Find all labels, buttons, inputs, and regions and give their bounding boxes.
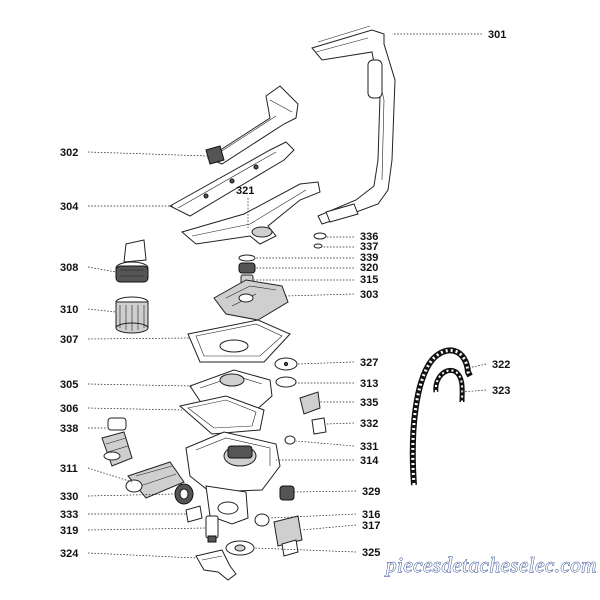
part-324-hose-connector [195, 549, 237, 581]
callout-331: 331 [360, 441, 378, 453]
part-314-sump [185, 431, 281, 525]
part-310-mesh-filter [115, 296, 149, 334]
callout-324: 324 [60, 548, 79, 560]
part-304-lower-spray-arm [168, 141, 295, 217]
callout-332: 332 [360, 418, 378, 430]
callout-329: 329 [362, 486, 380, 498]
part-301-upper-supply-pipe [311, 25, 396, 225]
callout-311: 311 [60, 463, 78, 475]
part-316-ring [254, 513, 270, 527]
callout-339: 339 [360, 252, 378, 264]
callout-306: 306 [60, 403, 78, 415]
callout-337: 337 [360, 241, 378, 253]
callout-335: 335 [360, 397, 378, 409]
callout-304: 304 [60, 201, 79, 213]
callout-314: 314 [360, 455, 379, 467]
callout-303: 303 [360, 289, 378, 301]
callout-302: 302 [60, 147, 78, 159]
part-338-connector-hose [101, 417, 133, 467]
callout-313: 313 [360, 378, 378, 390]
part-322-323-hoses [409, 347, 473, 486]
part-333-clip [185, 505, 203, 523]
callout-315: 315 [360, 274, 378, 286]
callout-316: 316 [362, 509, 380, 521]
callout-333: 333 [60, 509, 78, 521]
part-302-upper-spray-arm [205, 85, 299, 165]
callout-322: 322 [492, 359, 510, 371]
part-306-sump-seal [178, 395, 265, 435]
part-327-disc [274, 357, 298, 371]
part-319-valve [205, 515, 219, 543]
callout-305: 305 [60, 379, 78, 391]
callout-338: 338 [60, 423, 78, 435]
part-336-337-rings [313, 232, 327, 249]
callout-308: 308 [60, 262, 78, 274]
callout-310: 310 [60, 304, 78, 316]
watermark-text: piecesdetacheselec.com [384, 553, 597, 577]
part-317-drain-pump [273, 515, 303, 557]
callout-317: 317 [362, 520, 380, 532]
part-308-fine-filter [115, 239, 149, 283]
part-303-spray-arm-bracket [213, 279, 289, 321]
callout-301: 301 [488, 29, 506, 41]
part-321-spray-arm [180, 181, 321, 245]
callout-321: 321 [236, 185, 254, 197]
part-332-clip [311, 417, 327, 435]
part-335-bracket [299, 391, 321, 415]
callout-319: 319 [60, 525, 78, 537]
callout-320: 320 [360, 262, 378, 274]
callout-327: 327 [360, 357, 378, 369]
part-330-seal [174, 483, 194, 505]
part-307-flat-filter [187, 319, 291, 363]
callout-336: 336 [360, 231, 378, 243]
callout-307: 307 [60, 334, 78, 346]
callout-330: 330 [60, 491, 78, 503]
part-313-ring [275, 376, 297, 388]
part-329-fitting [279, 485, 295, 501]
callout-323: 323 [492, 385, 510, 397]
leader-lines [87, 33, 487, 559]
part-325-pump-cover [225, 540, 255, 556]
part-331-ring [284, 435, 296, 445]
part-311-heating-element [125, 461, 185, 499]
callout-325: 325 [362, 547, 380, 559]
callout-labels: 301 302 304 321 336 337 339 320 315 303 … [60, 29, 510, 560]
